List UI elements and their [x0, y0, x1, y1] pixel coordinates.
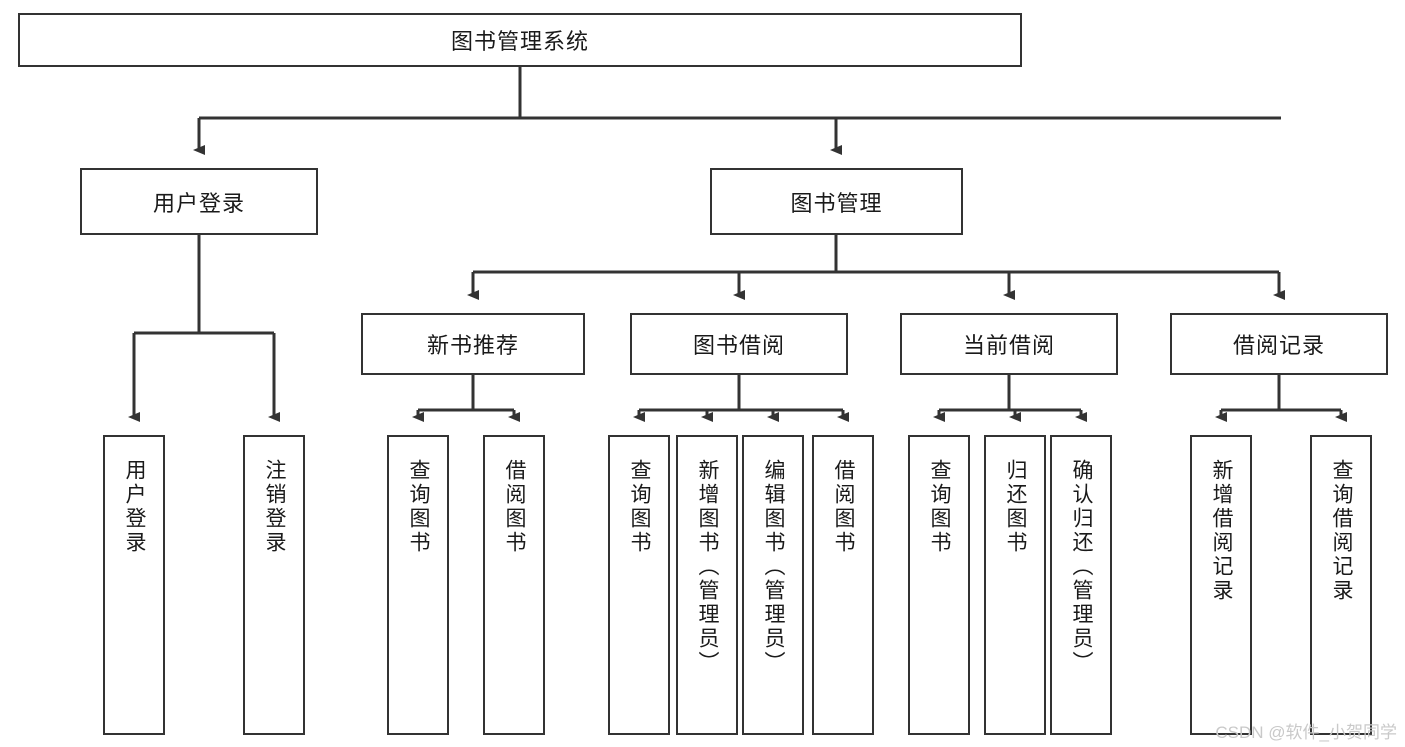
leaf-return-book[interactable]: 归还图书 [984, 435, 1046, 735]
node-book-borrow[interactable]: 图书借阅 [630, 313, 848, 375]
leaf-logout-login[interactable]: 注销登录 [243, 435, 305, 735]
leaf-add-borrow-record[interactable]: 新增借阅记录 [1190, 435, 1252, 735]
leaf-query-book-borrow[interactable]: 查询图书 [608, 435, 670, 735]
leaf-query-book-recommend[interactable]: 查询图书 [387, 435, 449, 735]
node-root[interactable]: 图书管理系统 [18, 13, 1022, 67]
node-book-management[interactable]: 图书管理 [710, 168, 963, 235]
node-borrow-record[interactable]: 借阅记录 [1170, 313, 1388, 375]
leaf-user-login[interactable]: 用户登录 [103, 435, 165, 735]
leaf-borrow-book[interactable]: 借阅图书 [812, 435, 874, 735]
node-user-login[interactable]: 用户登录 [80, 168, 318, 235]
leaf-query-book-current[interactable]: 查询图书 [908, 435, 970, 735]
leaf-edit-book-admin[interactable]: 编辑图书（管理员） [742, 435, 804, 735]
leaf-confirm-return-admin[interactable]: 确认归还（管理员） [1050, 435, 1112, 735]
leaf-add-book-admin[interactable]: 新增图书（管理员） [676, 435, 738, 735]
leaf-borrow-book-recommend[interactable]: 借阅图书 [483, 435, 545, 735]
watermark: CSDN @软件_小贺同学 [1215, 723, 1397, 742]
leaf-query-borrow-record[interactable]: 查询借阅记录 [1310, 435, 1372, 735]
node-current-borrow[interactable]: 当前借阅 [900, 313, 1118, 375]
node-new-book-recommend[interactable]: 新书推荐 [361, 313, 585, 375]
